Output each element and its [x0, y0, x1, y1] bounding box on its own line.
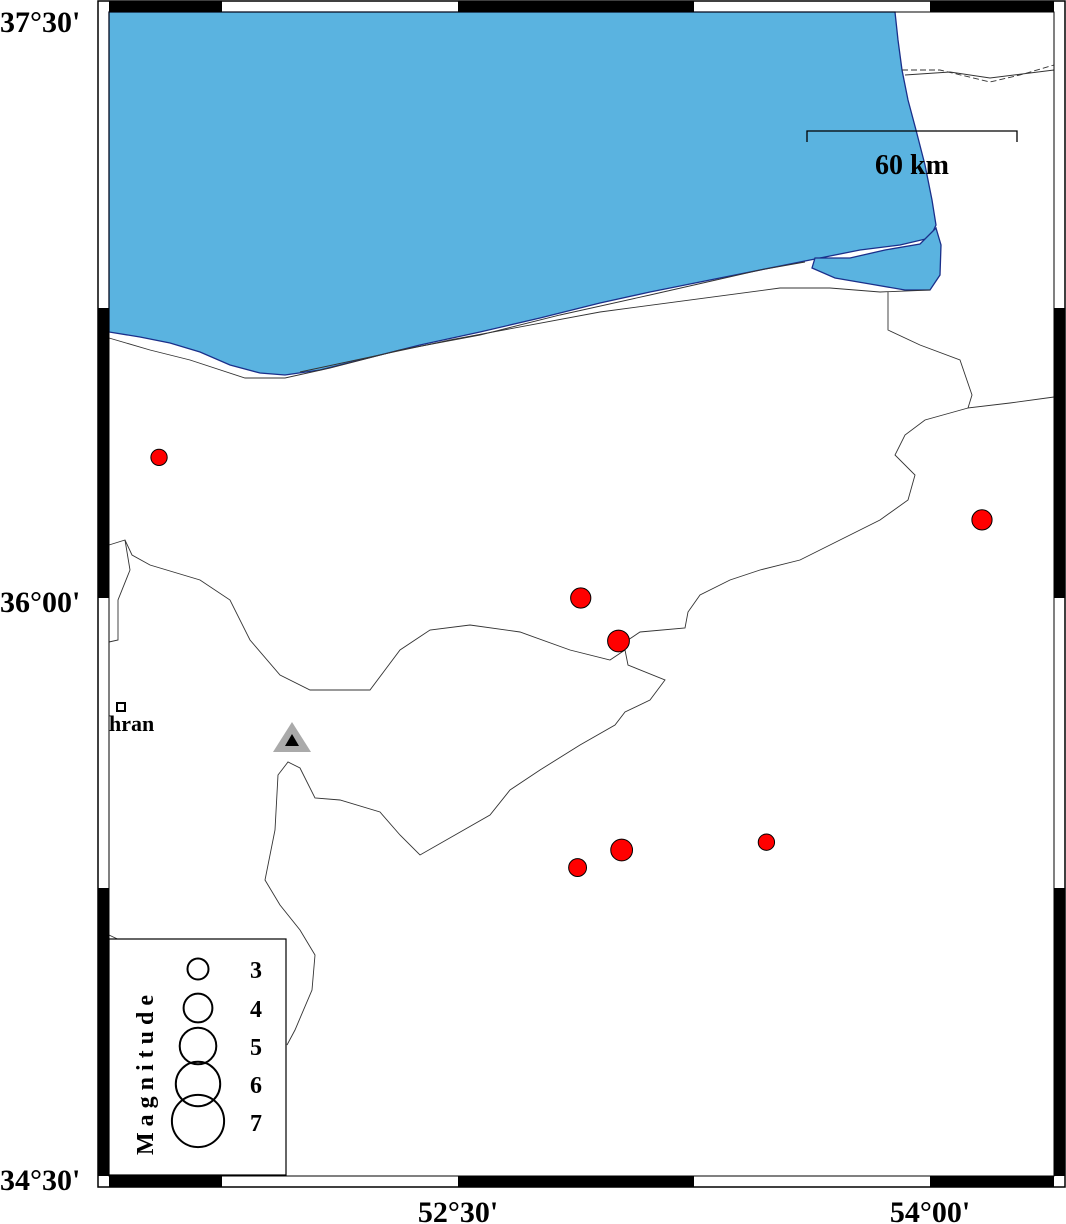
legend-circle-6 — [174, 1060, 222, 1108]
seismic-station-triangle-icon — [273, 722, 311, 752]
legend-circle-4 — [182, 992, 214, 1024]
city-label: hran — [109, 711, 154, 736]
legend-circle-7 — [170, 1093, 226, 1149]
earthquake-events — [150, 448, 993, 878]
lat-label-mid: 36°00' — [0, 586, 80, 619]
earthquake-event-6 — [757, 833, 776, 851]
earthquake-event-5 — [568, 858, 588, 878]
legend-label-6: 6 — [250, 1073, 262, 1099]
scale-bar-label: 60 km — [875, 150, 949, 181]
boundaries — [108, 64, 1055, 1046]
legend-circle-3 — [186, 957, 210, 981]
earthquake-event-1 — [971, 509, 993, 531]
earthquake-event-3 — [607, 629, 630, 653]
legend-label-4: 4 — [250, 997, 262, 1023]
lon-label-1: 52°30' — [418, 1196, 498, 1224]
legend-label-3: 3 — [250, 958, 262, 984]
magnitude-legend: Magnitude 3 4 5 6 7 — [108, 938, 287, 1176]
legend-label-7: 7 — [250, 1111, 262, 1137]
scale-bar: 60 km — [806, 130, 1018, 181]
city-square-icon — [116, 702, 126, 712]
gorgan-bay — [811, 226, 942, 291]
earthquake-event-0 — [150, 448, 168, 467]
lon-label-2: 54°00' — [890, 1196, 970, 1224]
earthquake-event-4 — [610, 838, 634, 862]
earthquake-event-2 — [570, 587, 592, 609]
lat-label-top: 37°30' — [0, 6, 80, 39]
caspian-sea — [108, 11, 937, 376]
legend-circle-5 — [178, 1026, 218, 1066]
legend-label-5: 5 — [250, 1035, 262, 1061]
frame-ticks — [98, 1, 1065, 1187]
lat-label-bottom: 34°30' — [0, 1164, 80, 1197]
legend-title: Magnitude — [133, 989, 159, 1155]
